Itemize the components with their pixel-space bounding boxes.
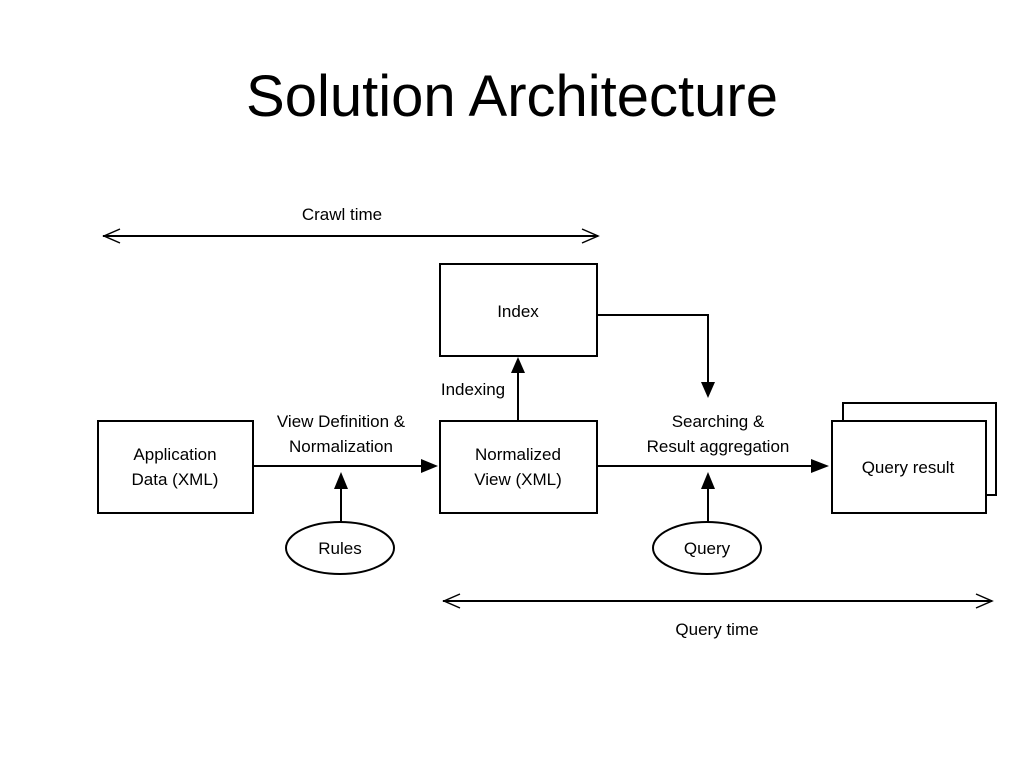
application-data-line2: Data (XML) xyxy=(132,470,219,489)
query-result-label: Query result xyxy=(862,458,955,477)
application-data-line1: Application xyxy=(133,445,216,464)
crawl-time-span xyxy=(102,228,600,244)
query-label: Query xyxy=(684,539,731,558)
slide-title: Solution Architecture xyxy=(246,64,778,129)
indexing-label: Indexing xyxy=(441,380,505,399)
rules-label: Rules xyxy=(318,539,361,558)
normalized-view-box xyxy=(439,420,598,514)
index-box xyxy=(439,263,598,357)
query-time-span xyxy=(442,593,994,609)
view-definition-line1: View Definition & xyxy=(277,412,406,431)
index-label: Index xyxy=(497,302,539,321)
query-arrow xyxy=(701,472,715,522)
search-arrow xyxy=(597,459,829,473)
normalization-arrow xyxy=(253,459,438,473)
crawl-time-label: Crawl time xyxy=(302,205,382,224)
indexing-arrow xyxy=(511,357,525,421)
query-result-box xyxy=(831,420,987,514)
normalized-view-line2: View (XML) xyxy=(474,470,562,489)
rules-arrow xyxy=(334,472,348,522)
query-ellipse xyxy=(652,521,762,575)
query-time-label: Query time xyxy=(675,620,758,639)
searching-line2: Result aggregation xyxy=(647,437,790,456)
application-data-box xyxy=(97,420,254,514)
searching-line1: Searching & xyxy=(672,412,765,431)
view-definition-line2: Normalization xyxy=(289,437,393,456)
rules-ellipse xyxy=(285,521,395,575)
normalized-view-line1: Normalized xyxy=(475,445,561,464)
index-to-search-connector xyxy=(597,314,715,398)
